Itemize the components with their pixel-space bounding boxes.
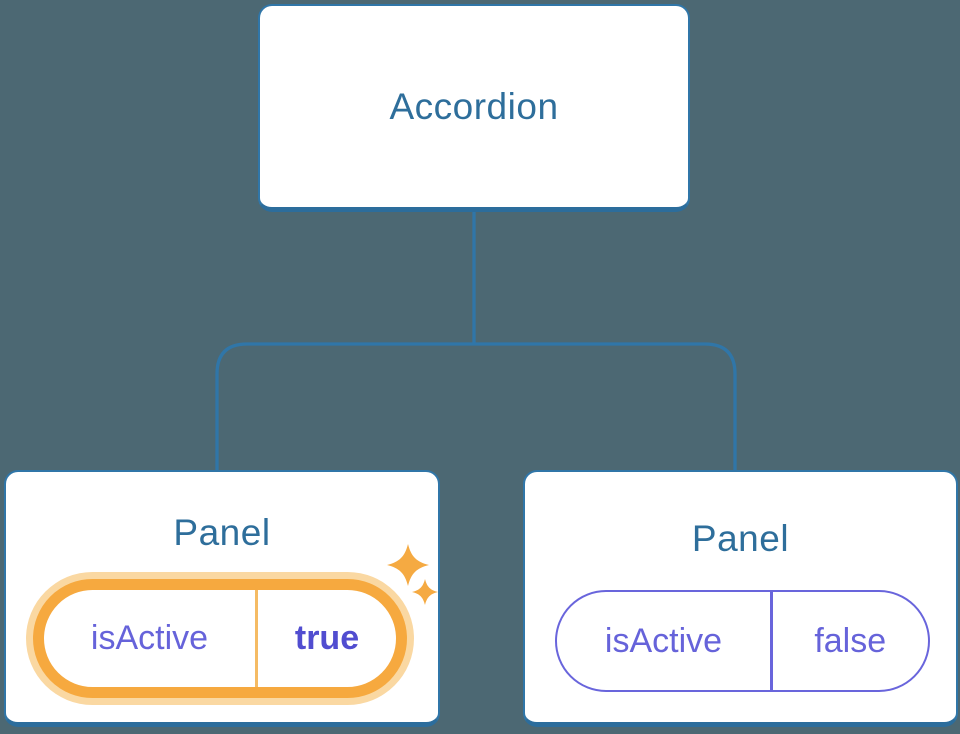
pill-divider bbox=[770, 592, 773, 690]
sparkle-small bbox=[412, 579, 438, 605]
panel-node-inactive: Panel isActive false bbox=[523, 470, 958, 727]
pill-divider bbox=[255, 590, 258, 687]
state-prop-name: isActive bbox=[604, 621, 723, 660]
state-pill-active: isActive true bbox=[26, 572, 414, 705]
state-prop-name: isActive bbox=[90, 619, 209, 657]
state-prop-value: true bbox=[294, 619, 360, 657]
panel-node-active: Panel isActive true bbox=[4, 470, 440, 727]
sparkle-large bbox=[387, 544, 429, 586]
panel-node-inactive-label: Panel bbox=[691, 518, 790, 559]
state-prop-value: false bbox=[814, 621, 887, 660]
sparkle-icon bbox=[387, 544, 438, 605]
state-pill-active-ring: isActive true bbox=[33, 579, 407, 698]
accordion-node: Accordion bbox=[258, 4, 690, 212]
state-pill-inactive: isActive false bbox=[555, 590, 930, 692]
panel-node-active-label: Panel bbox=[173, 512, 271, 553]
connector-branch bbox=[215, 342, 737, 472]
accordion-node-label: Accordion bbox=[389, 85, 559, 127]
